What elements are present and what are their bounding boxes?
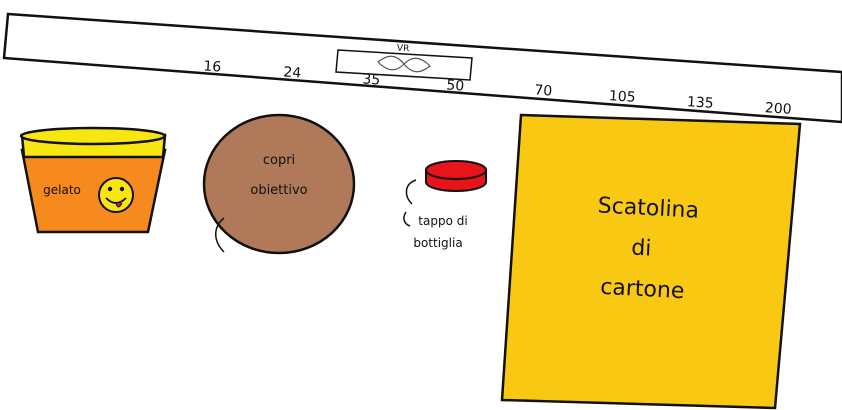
bottle-cap: tappo di bottiglia [403,160,487,250]
bottle-cap-top [425,160,487,180]
focal-mark-200: 200 [764,100,792,118]
lens-cap-arc [215,217,225,253]
focal-mark-105: 105 [608,88,636,106]
box-face [500,113,802,410]
box-label-3: cartone [600,275,685,304]
focal-mark-70: 70 [534,82,553,99]
ice-cream-label: gelato [43,183,81,197]
focal-mark-35: 35 [362,71,381,88]
box-label-2: di [631,236,652,262]
cup-rim-top [19,126,167,146]
bottle-cap-arc-lower [403,211,411,227]
cardboard-box: Scatolina di cartone [500,113,802,410]
lens-cap-label-1: copri [263,153,295,168]
focal-mark-135: 135 [686,94,714,112]
bottle-cap-label-1: tappo di [418,214,467,228]
bottle-cap-arc-left [405,179,417,205]
bottle-cap-label-2: bottiglia [413,236,462,250]
ice-cream-cup: gelato [19,126,167,234]
infinity-icon [377,55,431,73]
lens-cap: copri obiettivo [202,113,356,255]
vr-box [335,49,473,81]
focal-mark-24: 24 [283,64,302,81]
vr-label: VR [397,44,410,55]
lens-barrel: VR 16 24 35 50 70 105 135 200 [2,12,842,124]
box-label-1: Scatolina [597,193,699,223]
lens-cap-label-2: obiettivo [250,183,307,198]
vr-switch: VR [335,44,473,81]
lens-cap-disc [202,113,356,255]
focal-mark-50: 50 [446,77,465,94]
focal-mark-16: 16 [203,58,222,75]
smiley-icon [98,177,134,213]
